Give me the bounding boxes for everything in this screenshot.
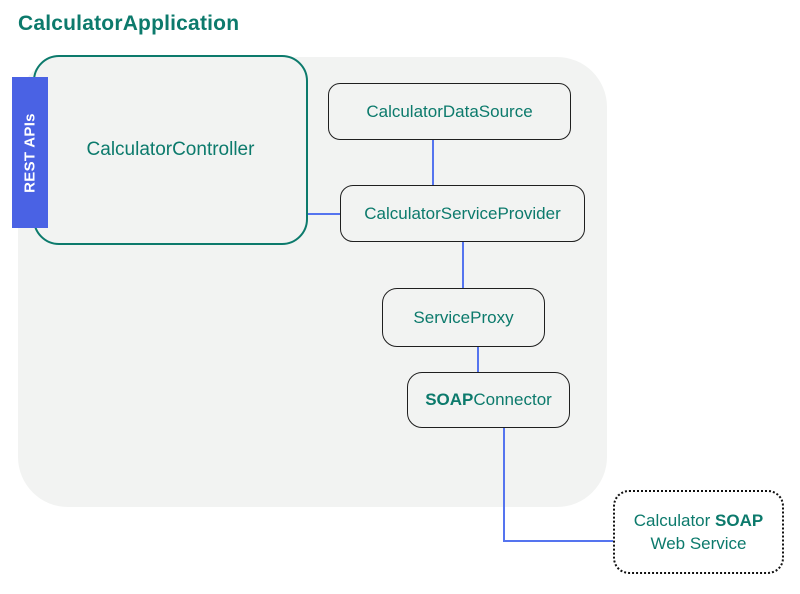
edge-soapconnector-webservice-horizontal [503, 540, 613, 542]
node-soap-connector: SOAPConnector [407, 372, 570, 428]
node-service-proxy-label: ServiceProxy [413, 307, 514, 327]
node-calculator-soap-web-service: Calculator SOAP Web Service [613, 490, 784, 574]
node-calculator-service-provider-label: CalculatorServiceProvider [364, 203, 561, 223]
edge-controller-serviceprovider [308, 213, 341, 215]
edge-serviceprovider-serviceproxy [462, 242, 464, 288]
node-calculator-soap-web-service-label: Calculator SOAP Web Service [633, 511, 764, 553]
node-calculator-controller-label: CalculatorController [86, 139, 255, 160]
diagram-title: CalculatorApplication [18, 12, 240, 35]
edge-serviceproxy-soapconnector [477, 347, 479, 372]
edge-datasource-serviceprovider [432, 140, 434, 185]
node-calculator-service-provider: CalculatorServiceProvider [340, 185, 585, 242]
node-calculator-controller: CalculatorController [33, 55, 308, 245]
node-service-proxy: ServiceProxy [382, 288, 545, 347]
rest-apis-tag: REST APIs [12, 77, 48, 228]
node-calculator-data-source-label: CalculatorDataSource [366, 101, 533, 121]
node-soap-connector-label: SOAPConnector [425, 390, 552, 409]
edge-soapconnector-webservice-vertical [503, 428, 505, 542]
node-calculator-data-source: CalculatorDataSource [328, 83, 571, 140]
rest-apis-tag-label: REST APIs [21, 112, 39, 193]
